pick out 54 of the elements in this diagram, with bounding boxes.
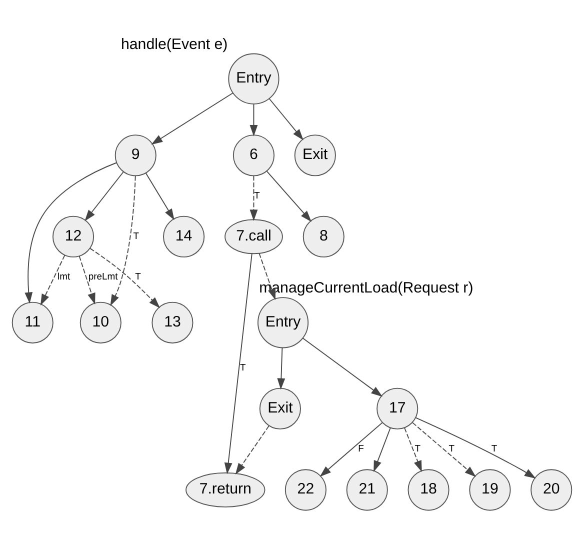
arrow	[145, 172, 174, 220]
arrow	[151, 92, 234, 144]
arrow	[302, 337, 382, 396]
arrow	[90, 247, 160, 308]
edge-label: T	[254, 190, 260, 201]
edge-label: T	[135, 271, 141, 282]
arrow	[250, 103, 258, 136]
arrow	[110, 175, 136, 306]
node-circle: 18	[408, 468, 450, 510]
node-circle: 10	[80, 301, 122, 343]
node-label: manageCurrentLoad(Request r)	[259, 279, 474, 296]
edge-label: T	[133, 230, 139, 242]
node-circle: 11	[12, 301, 54, 343]
arrow	[266, 170, 312, 222]
arrow	[374, 427, 391, 472]
node-circle: 22	[284, 468, 326, 510]
arrow	[412, 422, 476, 477]
edge-label: T	[491, 443, 498, 454]
arrow	[404, 427, 422, 472]
edge-label: T	[414, 443, 421, 454]
edge-label: T	[448, 443, 455, 454]
edge-label: F	[358, 443, 364, 454]
arrow	[250, 174, 258, 220]
arrow	[235, 425, 270, 474]
node-circle: 9	[114, 134, 156, 176]
node-circle: 14	[163, 215, 205, 257]
node-circle: 20	[530, 468, 572, 510]
arrow	[84, 171, 124, 221]
node-circle: 8	[302, 215, 344, 257]
arrow	[320, 422, 383, 476]
arrow	[268, 98, 304, 140]
node-circle: 6	[232, 134, 275, 176]
node-circle: Entry	[257, 296, 309, 348]
node-circle: 19	[469, 468, 511, 510]
arrow	[415, 416, 536, 478]
node-label: handle(Event e)	[121, 35, 228, 52]
node-circle: 17	[376, 387, 418, 429]
arrow	[24, 162, 117, 304]
node-ellipse: 7.return	[186, 472, 266, 507]
node-circle: 21	[346, 468, 388, 510]
arrow	[277, 346, 286, 390]
node-ellipse: 7.call	[224, 218, 283, 254]
node-circle: Exit	[259, 387, 301, 429]
node-circle: 12	[52, 215, 94, 257]
arrow	[40, 254, 66, 305]
arrow	[258, 252, 276, 300]
node-circle: Entry	[228, 52, 280, 104]
arrow	[224, 252, 252, 474]
edge-label: preLmt	[88, 271, 118, 282]
edge-label: lmt	[58, 271, 70, 282]
node-circle: 13	[152, 301, 194, 343]
edge-label: T	[240, 362, 246, 373]
node-circle: Exit	[294, 134, 336, 176]
arrow	[78, 255, 96, 304]
